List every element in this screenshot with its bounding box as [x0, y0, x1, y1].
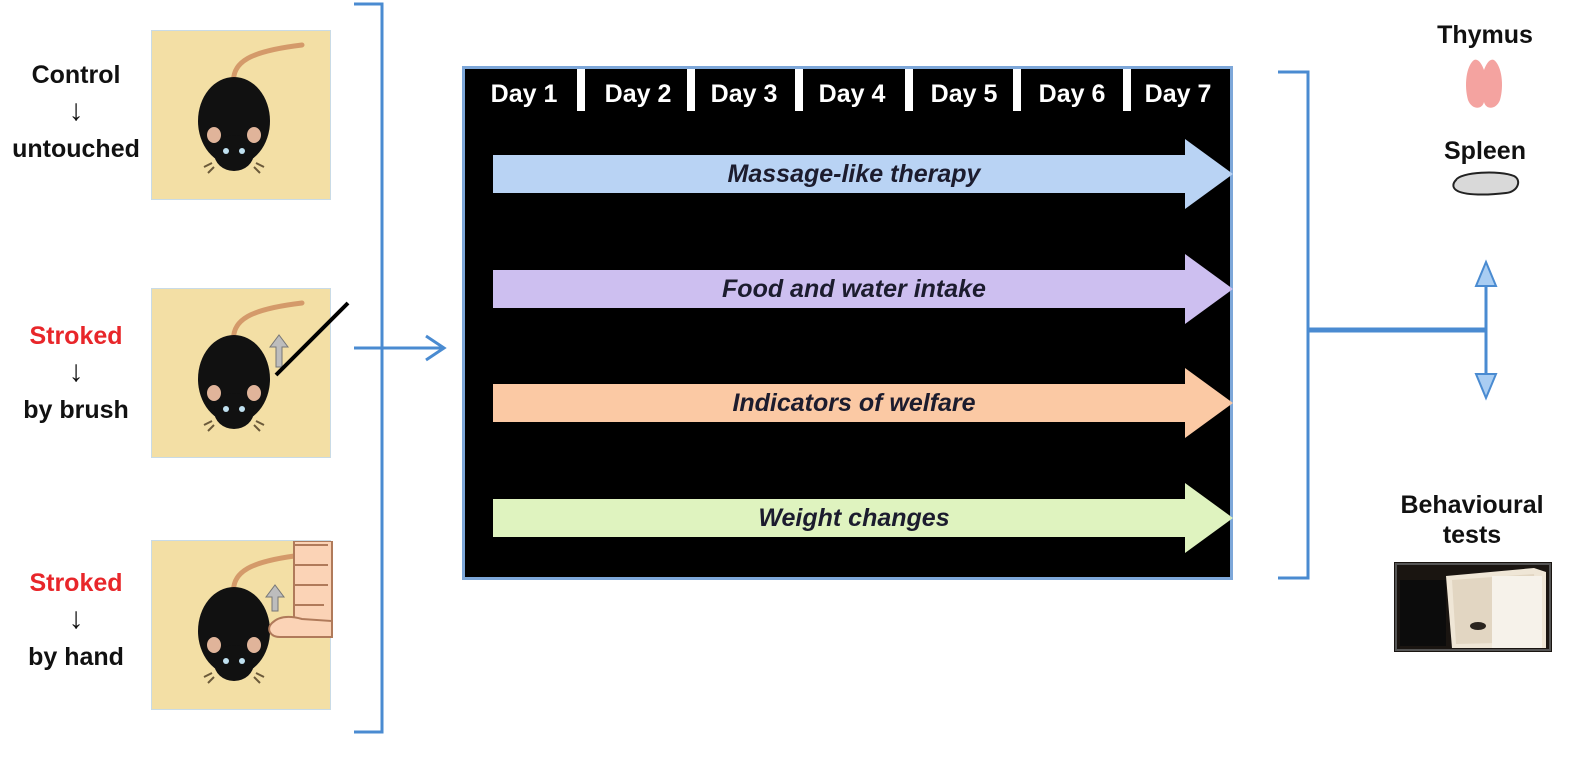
thymus-icon: [1466, 59, 1502, 108]
timeline-bar-massage: Massage-like therapy: [493, 139, 1233, 209]
group-label-control: Control ↓ untouched: [0, 60, 152, 164]
arrow-shape: [493, 368, 1233, 438]
timeline-bar-welfare: Indicators of welfare: [493, 368, 1233, 438]
day-separator: [1123, 69, 1131, 111]
group-detail: by brush: [23, 396, 129, 424]
timeline-bar-weight: Weight changes: [493, 483, 1233, 553]
day-label: Day 5: [930, 80, 998, 108]
group-detail: by hand: [28, 643, 124, 671]
group-condition: Stroked: [29, 569, 123, 597]
arrow-shape: [493, 139, 1233, 209]
spleen-icon: [1452, 171, 1520, 196]
left-bracket-connector: [354, 2, 447, 734]
bar-label: Weight changes: [758, 504, 950, 532]
behavioural-label-line2: tests: [1442, 521, 1502, 549]
day-label: Day 6: [1038, 80, 1106, 108]
behavioural-test-arena-photo: [1394, 562, 1552, 652]
day-label: Day 7: [1144, 80, 1212, 108]
mouse-panel-control: [151, 30, 331, 200]
mouse-icon: [198, 42, 305, 174]
day-separator: [795, 69, 803, 111]
day-separator: [1013, 69, 1021, 111]
timeline-bar-food-water: Food and water intake: [493, 254, 1233, 324]
mouse-panel-brush: [151, 288, 350, 458]
mouse-with-brush-icon: [198, 300, 350, 432]
behavioural-tests-label: Behavioural tests: [1380, 490, 1564, 550]
timeline-panel: Day 1 Day 2 Day 3 Day 4 Day 5 Day 6 Day …: [462, 66, 1233, 580]
day-label: Day 2: [604, 80, 672, 108]
mouse-with-hand-icon: [198, 541, 333, 684]
arrow-fill: [493, 483, 1233, 553]
day-label: Day 3: [710, 80, 778, 108]
bar-label: Massage-like therapy: [727, 160, 981, 188]
group-label-stroked-hand: Stroked ↓ by hand: [0, 568, 152, 672]
thymus-label: Thymus: [1437, 21, 1533, 49]
group-label-stroked-brush: Stroked ↓ by brush: [0, 321, 152, 425]
group-condition: Stroked: [29, 322, 123, 350]
day-label: Day 1: [490, 80, 558, 108]
arrow-fill: [493, 254, 1233, 324]
arrow-fill: [493, 368, 1233, 438]
arrow-shape: [493, 254, 1233, 324]
behavioural-label-line1: Behavioural: [1400, 491, 1544, 519]
bar-label: Food and water intake: [722, 275, 986, 303]
spleen-label: Spleen: [1444, 137, 1526, 165]
group-condition: Control: [31, 61, 121, 89]
day-separator: [687, 69, 695, 111]
day-separator: [577, 69, 585, 111]
arrow-shape: [493, 483, 1233, 553]
day-header-row: Day 1 Day 2 Day 3 Day 4 Day 5 Day 6 Day …: [465, 69, 1230, 113]
right-bracket-connector: [1278, 70, 1498, 580]
bar-label: Indicators of welfare: [732, 389, 976, 417]
arrow-fill: [493, 139, 1233, 209]
day-label: Day 4: [818, 80, 886, 108]
group-detail: untouched: [12, 135, 140, 163]
mouse-panel-hand: [151, 540, 333, 710]
down-arrow-icon: ↓: [68, 355, 84, 388]
down-arrow-icon: ↓: [68, 602, 84, 635]
down-arrow-icon: ↓: [68, 94, 84, 127]
day-separator: [905, 69, 913, 111]
